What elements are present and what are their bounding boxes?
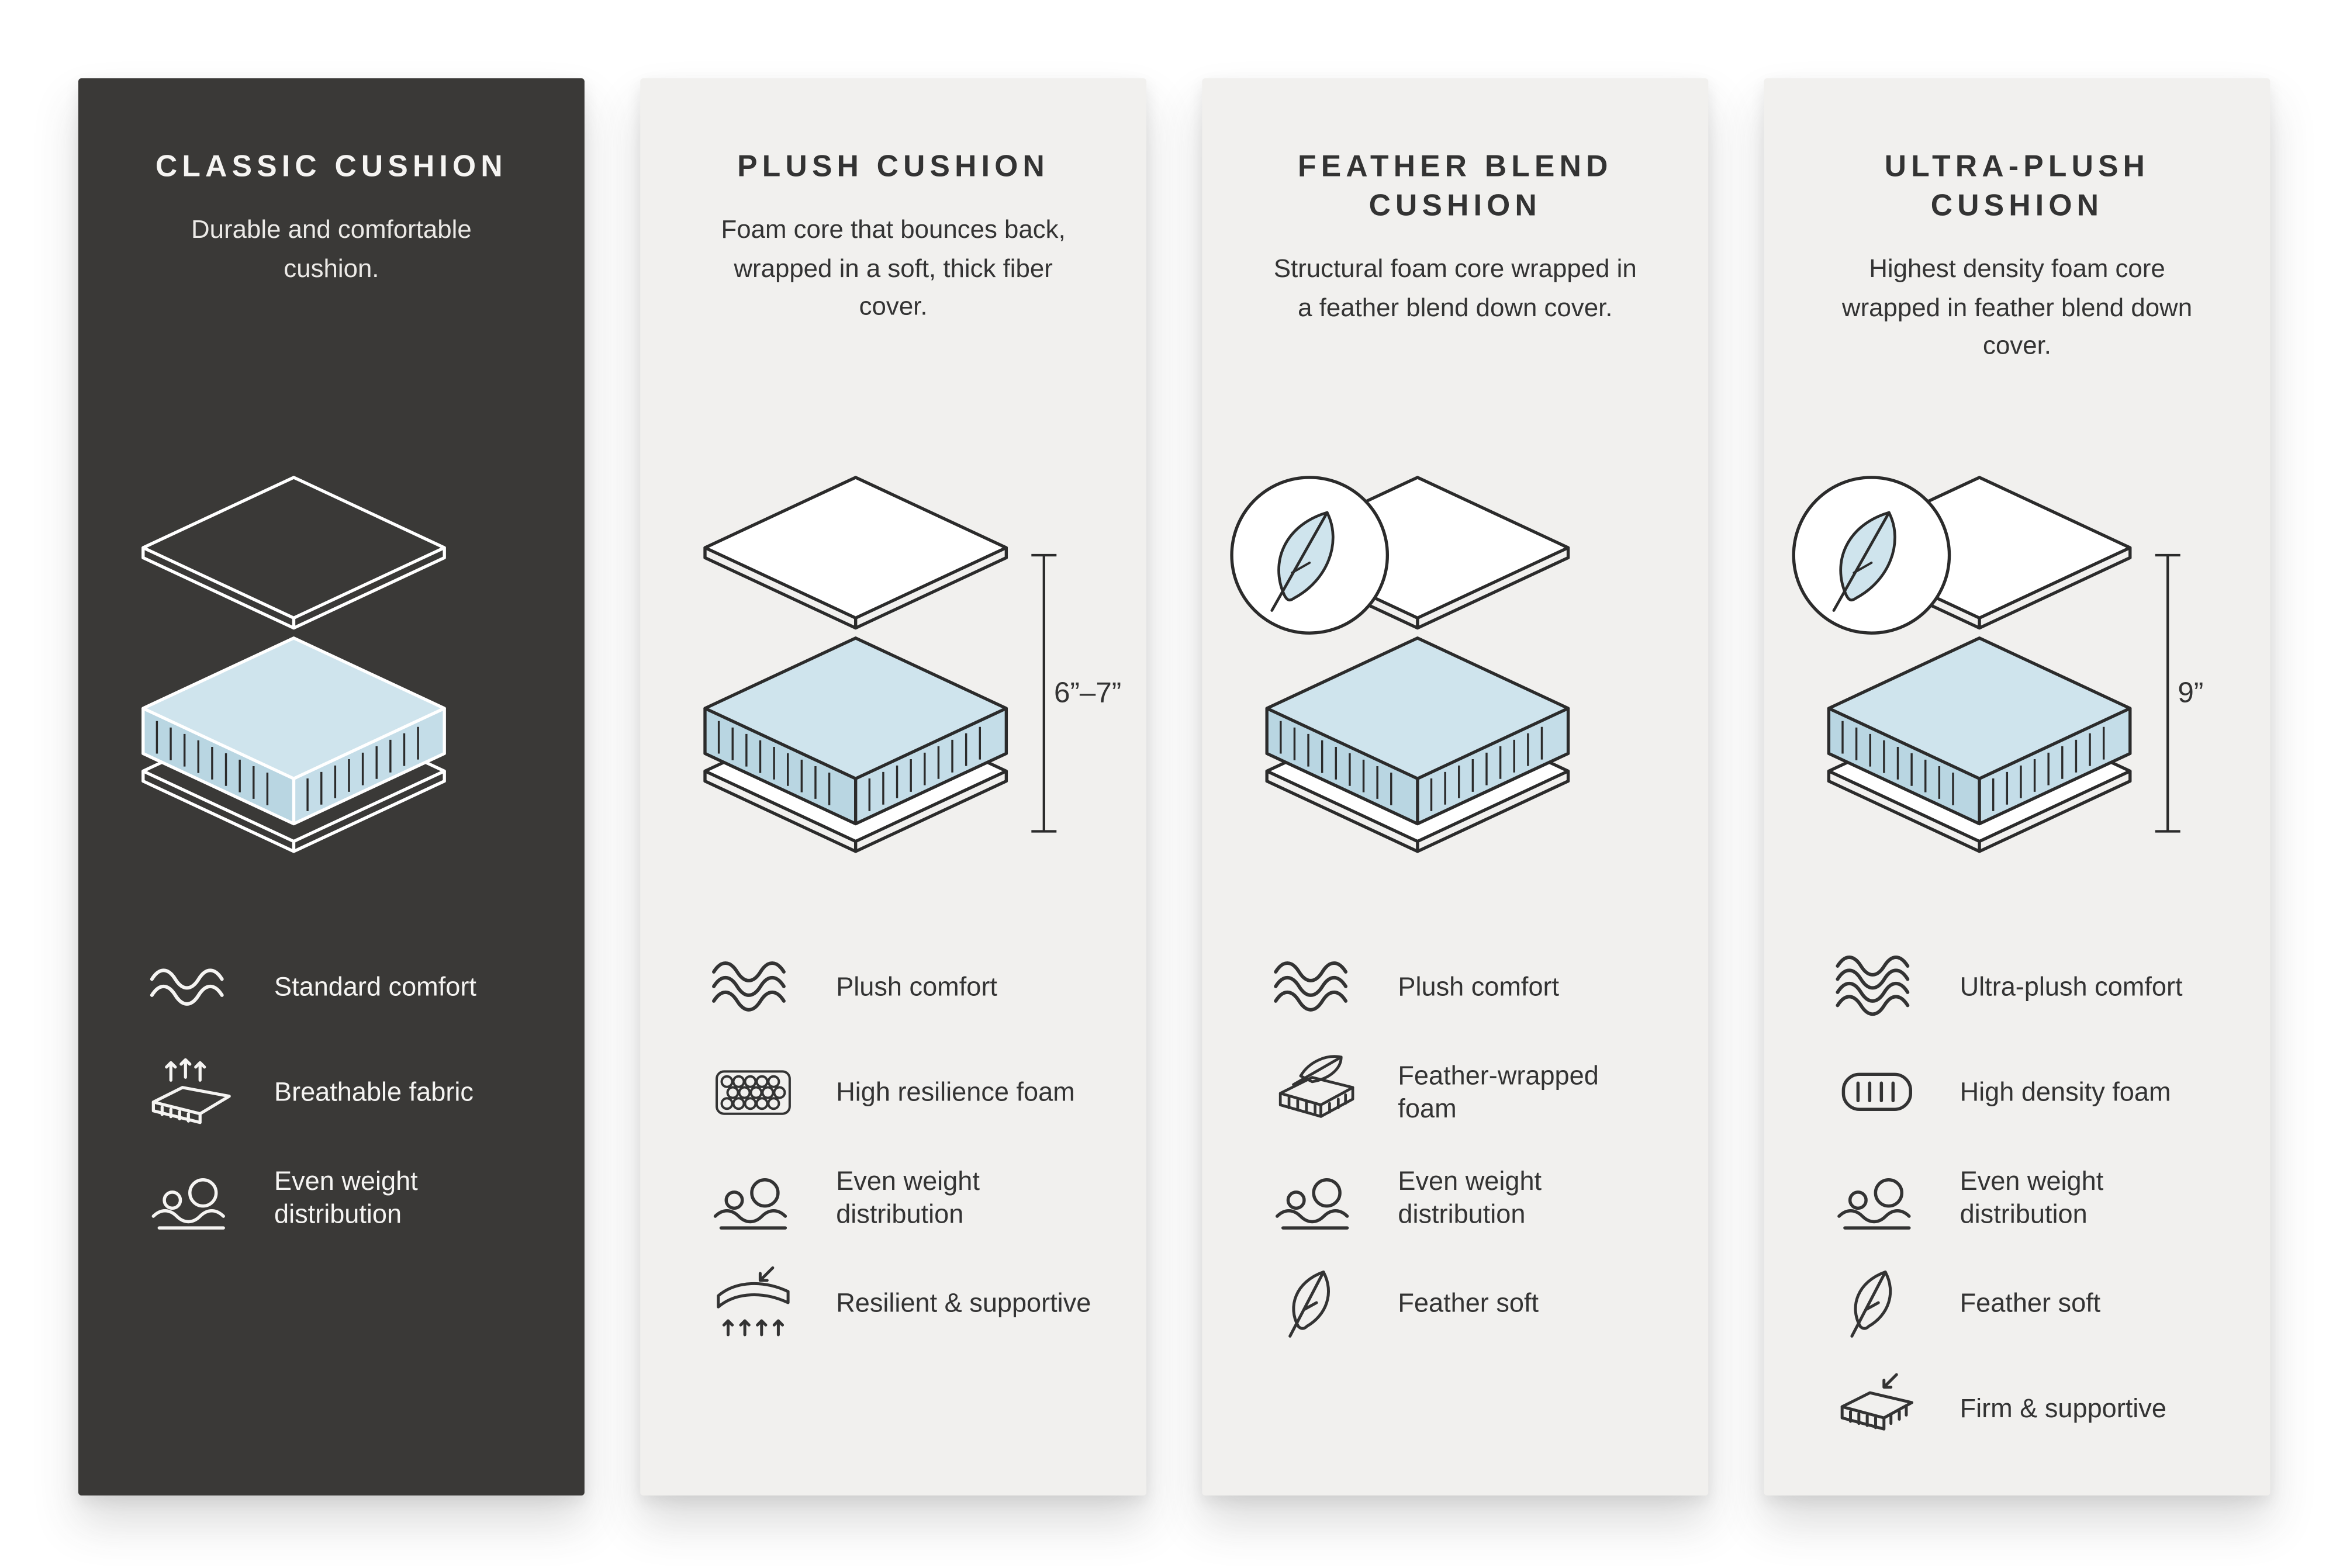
cushion-layers-illustration bbox=[1229, 455, 1681, 877]
cushion-layers-illustration: 6”–7” bbox=[668, 455, 1121, 877]
feature-item: Feather soft bbox=[1830, 1265, 2249, 1341]
high-density-foam-icon bbox=[1830, 1054, 1924, 1130]
feature-item: Breathable fabric bbox=[144, 1054, 563, 1130]
feather-soft-icon bbox=[1269, 1265, 1362, 1341]
height-dimension-label: 6”–7” bbox=[1054, 676, 1121, 708]
even-weight-distribution-icon bbox=[707, 1159, 800, 1235]
even-weight-distribution-icon bbox=[1830, 1159, 1924, 1235]
feature-item: Plush comfort bbox=[707, 949, 1125, 1024]
panel-title: ULTRA-PLUSH CUSHION bbox=[1884, 150, 2150, 223]
feature-label: Breathable fabric bbox=[274, 1076, 474, 1107]
feature-label: Firm & supportive bbox=[1960, 1393, 2166, 1423]
feature-item: Resilient & supportive bbox=[707, 1265, 1125, 1341]
feature-item: High density foam bbox=[1830, 1054, 2249, 1130]
breathable-fabric-icon bbox=[144, 1054, 238, 1130]
feature-item: Firm & supportive bbox=[1830, 1370, 2249, 1446]
even-weight-distribution-icon bbox=[144, 1159, 238, 1235]
feature-item: High resilience foam bbox=[707, 1054, 1125, 1130]
cushion-layers-illustration bbox=[105, 455, 557, 877]
feature-item: Even weight distribution bbox=[707, 1159, 1125, 1235]
feature-label: Feather soft bbox=[1398, 1287, 1539, 1318]
resilient-supportive-icon bbox=[707, 1265, 800, 1341]
panel-description: Highest density foam core wrapped in fea… bbox=[1841, 254, 2193, 360]
feature-label: Ultra-plush comfort bbox=[1960, 971, 2183, 1002]
panel-title: PLUSH CUSHION bbox=[737, 150, 1050, 184]
feature-item: Standard comfort bbox=[144, 949, 563, 1024]
panel-classic-cushion: CLASSIC CUSHION Durable and comfortable c… bbox=[78, 78, 585, 1496]
plush-comfort-waves-icon bbox=[1269, 949, 1362, 1024]
feather-soft-icon bbox=[1830, 1265, 1924, 1341]
feature-label: Plush comfort bbox=[1398, 971, 1560, 1002]
panel-description: Durable and comfortable cushion. bbox=[191, 215, 472, 283]
feature-item: Even weight distribution bbox=[1269, 1159, 1687, 1235]
feature-item: Feather soft bbox=[1269, 1265, 1687, 1341]
feature-label: Standard comfort bbox=[274, 971, 476, 1002]
height-dimension-label: 9” bbox=[2178, 676, 2203, 708]
feature-label: Even weight distribution bbox=[836, 1165, 980, 1229]
feature-label: Plush comfort bbox=[836, 971, 997, 1002]
even-weight-distribution-icon bbox=[1269, 1159, 1362, 1235]
feature-item: Plush comfort bbox=[1269, 949, 1687, 1024]
feature-label: Even weight distribution bbox=[1960, 1165, 2104, 1229]
feather-badge-icon bbox=[1792, 476, 1951, 635]
panel-plush-cushion: PLUSH CUSHION Foam core that bounces back… bbox=[640, 78, 1147, 1496]
panel-ultra-plush-cushion: ULTRA-PLUSH CUSHION Highest density foam … bbox=[1764, 78, 2270, 1496]
height-dimension-line bbox=[2155, 553, 2180, 833]
feature-label: Even weight distribution bbox=[1398, 1165, 1542, 1229]
feature-item: Even weight distribution bbox=[144, 1159, 563, 1235]
feature-label: High resilience foam bbox=[836, 1076, 1075, 1107]
feather-wrapped-foam-icon bbox=[1269, 1054, 1362, 1130]
standard-comfort-waves-icon bbox=[144, 949, 238, 1024]
ultra-plush-comfort-waves-icon bbox=[1830, 949, 1924, 1024]
panel-description: Foam core that bounces back, wrapped in … bbox=[721, 215, 1066, 321]
feature-item: Even weight distribution bbox=[1830, 1159, 2249, 1235]
feather-badge-icon bbox=[1230, 476, 1390, 635]
cushion-comparison: CLASSIC CUSHION Durable and comfortable c… bbox=[78, 78, 2270, 1496]
panel-title: CLASSIC CUSHION bbox=[155, 150, 507, 184]
firm-supportive-icon bbox=[1830, 1370, 1924, 1446]
feature-item: Ultra-plush comfort bbox=[1830, 949, 2249, 1024]
plush-comfort-waves-icon bbox=[707, 949, 800, 1024]
panel-title: FEATHER BLEND CUSHION bbox=[1297, 150, 1613, 223]
feature-label: Resilient & supportive bbox=[836, 1287, 1091, 1318]
cushion-layers-illustration: 9” bbox=[1791, 455, 2243, 877]
panel-description: Structural foam core wrapped in a feathe… bbox=[1273, 254, 1637, 322]
panel-feather-blend-cushion: FEATHER BLEND CUSHION Structural foam cor… bbox=[1202, 78, 1709, 1496]
high-resilience-foam-icon bbox=[707, 1054, 800, 1130]
height-dimension-line bbox=[1031, 553, 1057, 833]
feature-label: High density foam bbox=[1960, 1076, 2171, 1107]
feature-item: Feather-wrapped foam bbox=[1269, 1054, 1687, 1130]
feature-label: Feather soft bbox=[1960, 1287, 2101, 1318]
feature-label: Even weight distribution bbox=[274, 1165, 418, 1229]
feature-label: Feather-wrapped foam bbox=[1398, 1060, 1599, 1124]
